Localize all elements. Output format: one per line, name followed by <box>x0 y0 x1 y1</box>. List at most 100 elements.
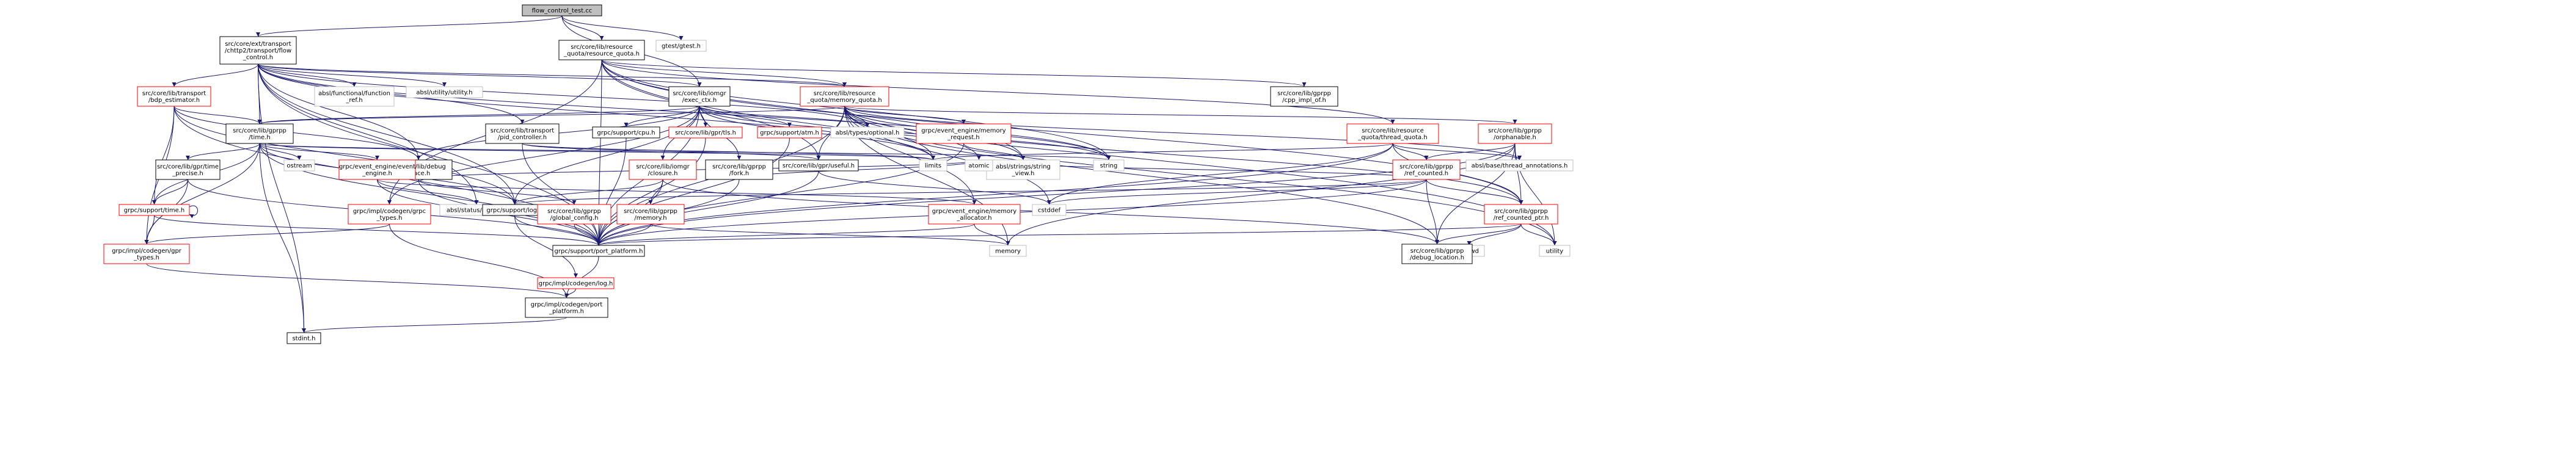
node-label-line: grpc/impl/codegen/grpc <box>353 208 426 215</box>
edge-flow-control-to-absl-function-ref <box>258 63 357 87</box>
graph-node-ref-counted-ptr[interactable]: src/core/lib/gprpp/ref_counted_ptr.h <box>1484 204 1558 225</box>
node-label-line: /bdp_estimator.h <box>148 97 200 104</box>
edge-codegen-log-to-codegen-port-platform <box>564 288 576 298</box>
edge-ref-counted-ptr-to-utility <box>1520 223 1557 246</box>
graph-node-debug-location[interactable]: src/core/lib/gprpp/debug_location.h <box>1401 244 1473 264</box>
edge-ref-counted-to-debug-location <box>1426 179 1439 245</box>
graph-node-time-precise[interactable]: src/core/lib/gpr/time_precise.h <box>155 159 221 180</box>
graph-node-utility[interactable]: utility <box>1539 245 1571 257</box>
edge-bdp-estimator-to-debug-trace <box>173 106 421 161</box>
edge-codegen-gpr-types-to-codegen-port-platform <box>146 263 569 298</box>
edge-ee-event-engine-to-memory-allocator <box>377 179 977 205</box>
graph-node-codegen-log[interactable]: grpc/impl/codegen/log.h <box>537 277 615 289</box>
graph-node-stdint[interactable]: stdint.h <box>286 332 321 344</box>
edge-flow-control-to-memory-quota <box>258 63 847 87</box>
graph-node-codegen-grpc-types[interactable]: grpc/impl/codegen/grpc_types.h <box>348 204 431 225</box>
graph-node-port-platform[interactable]: grpc/support/port_platform.h <box>552 245 645 257</box>
edge-iomgr-closure-to-support-log <box>513 179 663 205</box>
edge-memory-request-to-absl-string-view <box>963 143 1026 161</box>
graph-node-absl-string-view[interactable]: absl/strings/string_view.h <box>986 159 1060 180</box>
graph-node-gpr-useful[interactable]: src/core/lib/gpr/useful.h <box>778 159 859 172</box>
edge-resource-quota-to-memory-quota <box>601 59 847 87</box>
graph-node-resource-quota[interactable]: src/core/lib/resource_quota/resource_quo… <box>558 40 645 60</box>
graph-node-support-atm[interactable]: grpc/support/atm.h <box>757 126 822 139</box>
edge-memory-allocator-to-memory <box>974 223 1010 246</box>
graph-node-string[interactable]: string <box>1093 159 1125 172</box>
node-box <box>348 204 431 225</box>
edge-codegen-grpc-types-to-codegen-gpr-types <box>144 223 390 245</box>
edge-root-to-resource-quota <box>561 15 604 41</box>
node-label-line: _ref.h <box>345 97 362 104</box>
graph-node-gpr-tls[interactable]: src/core/lib/gpr/tls.h <box>668 126 743 139</box>
graph-node-ostream[interactable]: ostream <box>283 159 315 172</box>
node-box <box>1401 244 1473 264</box>
graph-node-bdp-estimator[interactable]: src/core/lib/transport/bdp_estimator.h <box>137 86 211 107</box>
graph-node-global-config[interactable]: src/core/lib/gprpp/global_config.h <box>537 204 611 225</box>
graph-node-memory-allocator[interactable]: grpc/event_engine/memory_allocator.h <box>928 204 1021 225</box>
graph-node-support-cpu[interactable]: grpc/support/cpu.h <box>592 126 660 139</box>
node-label-line: _quota/memory_quota.h <box>806 97 881 104</box>
node-box <box>155 159 221 180</box>
node-box <box>406 86 483 98</box>
node-label-line: src/core/lib/gprpp <box>233 128 286 134</box>
edge-ref-counted-to-support-log <box>513 179 1427 205</box>
node-label-line: /trace.h <box>407 170 431 177</box>
node-label-line: _engine.h <box>362 170 392 177</box>
node-box <box>338 159 416 180</box>
graph-node-absl-utility[interactable]: absl/utility/utility.h <box>406 86 483 98</box>
edge-flow-control-to-debug-trace <box>258 63 421 161</box>
graph-node-codegen-gpr-types[interactable]: grpc/impl/codegen/gpr_types.h <box>103 244 190 264</box>
graph-node-root[interactable]: flow_control_test.cc <box>522 4 602 16</box>
graph-node-support-log[interactable]: grpc/support/log.h <box>482 204 547 216</box>
edge-ref-counted-ptr-to-debug-location <box>1435 223 1522 245</box>
node-box <box>1093 159 1125 172</box>
graph-node-iomgr-closure[interactable]: src/core/lib/iomgr/closure.h <box>629 159 697 180</box>
node-label-line: src/core/lib/gprpp <box>1410 248 1464 255</box>
graph-node-memory-quota[interactable]: src/core/lib/resource_quota/memory_quota… <box>800 86 889 107</box>
graph-node-codegen-port-platform[interactable]: grpc/impl/codegen/port_platform.h <box>525 297 608 318</box>
graph-node-thread-annotations[interactable]: absl/base/thread_annotations.h <box>1465 159 1574 172</box>
graph-node-cstddef[interactable]: cstddef <box>1032 204 1067 216</box>
graph-node-limits[interactable]: limits <box>919 159 947 172</box>
graph-node-absl-function-ref[interactable]: absl/functional/function_ref.h <box>314 86 395 107</box>
graph-node-orphanable[interactable]: src/core/lib/gprpp/orphanable.h <box>1478 123 1552 144</box>
edge-flow-control-to-absl-status <box>258 63 479 205</box>
node-label-line: memory <box>995 248 1021 255</box>
edge-support-time-to-codegen-gpr-types <box>144 215 155 245</box>
edge-ref-counted-ptr-to-port-platform <box>597 223 1522 246</box>
node-box <box>485 123 560 144</box>
graph-node-time-h[interactable]: src/core/lib/gprpp/time.h <box>225 123 294 144</box>
edge-flow-control-to-exec-ctx <box>258 63 702 87</box>
graph-node-cpp-impl-of[interactable]: src/core/lib/gprpp/cpp_impl_of.h <box>1270 86 1338 107</box>
graph-node-memory-request[interactable]: grpc/event_engine/memory_request.h <box>916 123 1012 144</box>
node-box <box>1346 123 1439 144</box>
graph-node-pid-controller[interactable]: src/core/lib/transport/pid_controller.h <box>485 123 560 144</box>
node-box <box>757 126 822 139</box>
node-label-line: src/core/lib/gprpp <box>1488 128 1542 134</box>
node-box <box>1484 204 1558 225</box>
graph-node-thread-quota[interactable]: src/core/lib/resource_quota/thread_quota… <box>1346 123 1439 144</box>
edge-root-to-gtest <box>561 15 684 41</box>
node-label-line: src/core/lib/gprpp <box>712 164 766 170</box>
graph-node-exec-ctx[interactable]: src/core/lib/iomgr/exec_ctx.h <box>668 86 731 107</box>
edge-exec-ctx-to-absl-optional <box>699 106 870 128</box>
node-box <box>655 40 707 52</box>
graph-node-ref-counted[interactable]: src/core/lib/gprpp/ref_counted.h <box>1392 159 1461 180</box>
node-label-line: /global_config.h <box>550 215 599 222</box>
graph-node-gprpp-memory[interactable]: src/core/lib/gprpp/memory.h <box>616 204 685 225</box>
node-label-line: ostream <box>286 163 312 170</box>
graph-node-atomic[interactable]: atomic <box>965 159 993 172</box>
graph-node-gtest[interactable]: gtest/gtest.h <box>655 40 707 52</box>
graph-node-ee-event-engine[interactable]: grpc/event_engine/event_engine.h <box>338 159 416 180</box>
edge-exec-ctx-to-codegen-grpc-types <box>387 106 700 205</box>
graph-node-gprpp-fork[interactable]: src/core/lib/gprpp/fork.h <box>705 159 773 180</box>
graph-node-memory[interactable]: memory <box>989 245 1027 257</box>
node-label-line: /memory.h <box>634 215 666 222</box>
graph-node-absl-optional[interactable]: absl/types/optional.h <box>830 126 905 139</box>
graph-node-flow-control[interactable]: src/core/ext/transport/chttp2/transport/… <box>219 36 297 65</box>
graph-node-support-time[interactable]: grpc/support/time.h <box>119 204 190 216</box>
node-label-line: src/core/lib/gprpp <box>1277 90 1331 97</box>
node-label-line: _platform.h <box>549 308 584 315</box>
node-box <box>919 159 947 172</box>
edge-time-h-to-string <box>259 143 1111 161</box>
